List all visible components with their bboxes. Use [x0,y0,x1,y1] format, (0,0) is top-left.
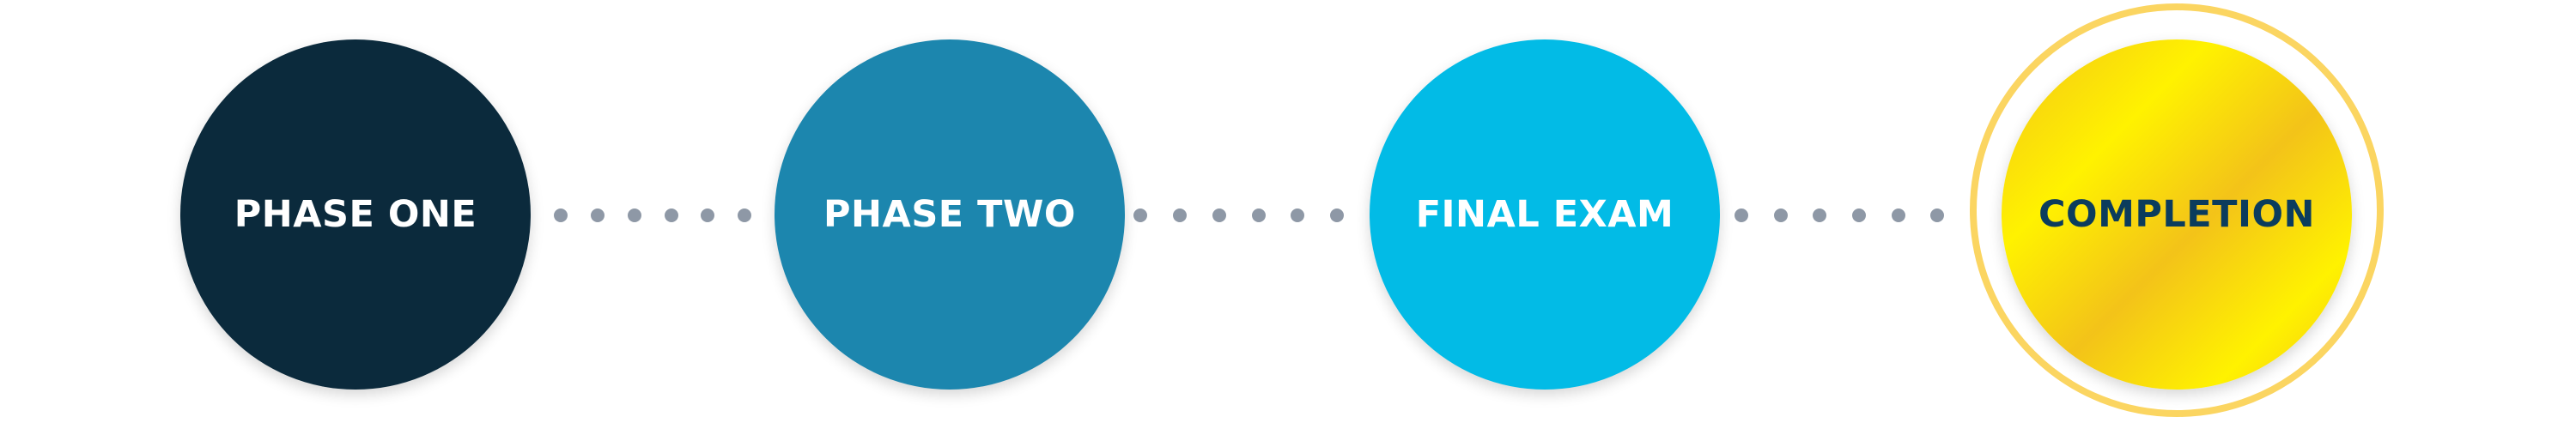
connector-dot [1330,208,1344,222]
step-phase-one: PHASE ONE [180,39,531,390]
connector-dot [554,208,568,222]
step-label: COMPLETION [2038,193,2316,236]
connector-dot [1133,208,1147,222]
connector-dot [738,208,751,222]
connector-dots-1-2 [554,208,775,222]
connector-dot [591,208,605,222]
connector-dot [1774,208,1788,222]
connector-dot [701,208,714,222]
connector-dot [1212,208,1226,222]
connector-dot [1813,208,1826,222]
step-final-exam: FINAL EXAM [1370,39,1720,390]
connector-dot [1852,208,1866,222]
connector-dot [1930,208,1944,222]
connector-dot [628,208,641,222]
connector-dot [1291,208,1304,222]
step-label: PHASE TWO [823,193,1076,236]
connector-dot [1735,208,1748,222]
connector-dots-3-4 [1735,208,1970,222]
connector-dots-2-3 [1133,208,1370,222]
step-label: PHASE ONE [234,193,477,236]
connector-dot [1252,208,1266,222]
connector-dot [1173,208,1187,222]
step-completion: COMPLETION [2002,39,2352,390]
step-label: FINAL EXAM [1415,193,1674,236]
step-phase-two: PHASE TWO [775,39,1125,390]
connector-dot [665,208,678,222]
connector-dot [1892,208,1905,222]
